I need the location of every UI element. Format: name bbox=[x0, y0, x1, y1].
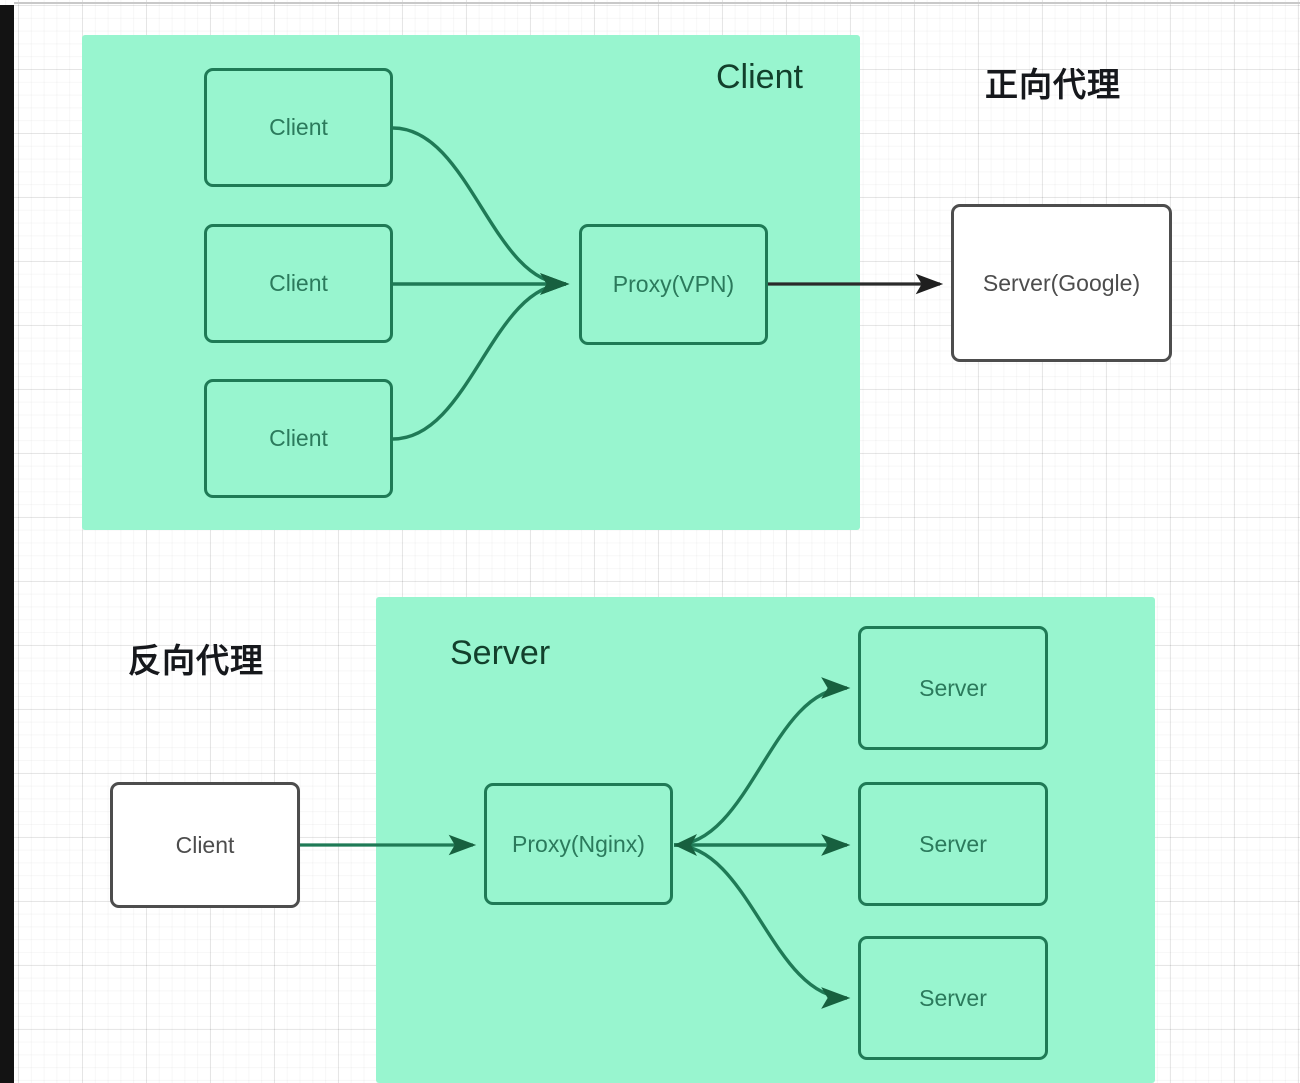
server-group-title: Server bbox=[450, 634, 551, 672]
node-client-1[interactable]: Client bbox=[204, 68, 393, 187]
node-client-reverse[interactable]: Client bbox=[110, 782, 300, 908]
top-divider-line bbox=[14, 2, 1300, 4]
node-label: Client bbox=[175, 831, 235, 858]
node-label: Server bbox=[919, 674, 987, 701]
left-edge-bar bbox=[0, 5, 14, 1083]
node-server-2[interactable]: Server bbox=[858, 782, 1048, 906]
node-server-1[interactable]: Server bbox=[858, 626, 1048, 750]
node-label: Client bbox=[269, 114, 328, 140]
node-proxy-nginx[interactable]: Proxy(Nginx) bbox=[484, 783, 673, 905]
node-label: Server bbox=[919, 984, 987, 1011]
node-server-google[interactable]: Server(Google) bbox=[951, 204, 1172, 362]
node-label: Client bbox=[269, 425, 328, 451]
node-label: Proxy(Nginx) bbox=[512, 830, 645, 857]
node-proxy-vpn[interactable]: Proxy(VPN) bbox=[579, 224, 768, 345]
node-label: Client bbox=[269, 270, 328, 296]
node-label: Server bbox=[919, 830, 987, 857]
node-label: Proxy(VPN) bbox=[612, 271, 735, 297]
forward-proxy-section-label: 正向代理 bbox=[985, 66, 1121, 103]
node-server-3[interactable]: Server bbox=[858, 936, 1048, 1060]
reverse-proxy-section-label: 反向代理 bbox=[128, 642, 264, 679]
node-client-3[interactable]: Client bbox=[204, 379, 393, 498]
client-group-title: Client bbox=[716, 58, 803, 96]
node-client-2[interactable]: Client bbox=[204, 224, 393, 343]
node-label: Server(Google) bbox=[982, 269, 1141, 296]
